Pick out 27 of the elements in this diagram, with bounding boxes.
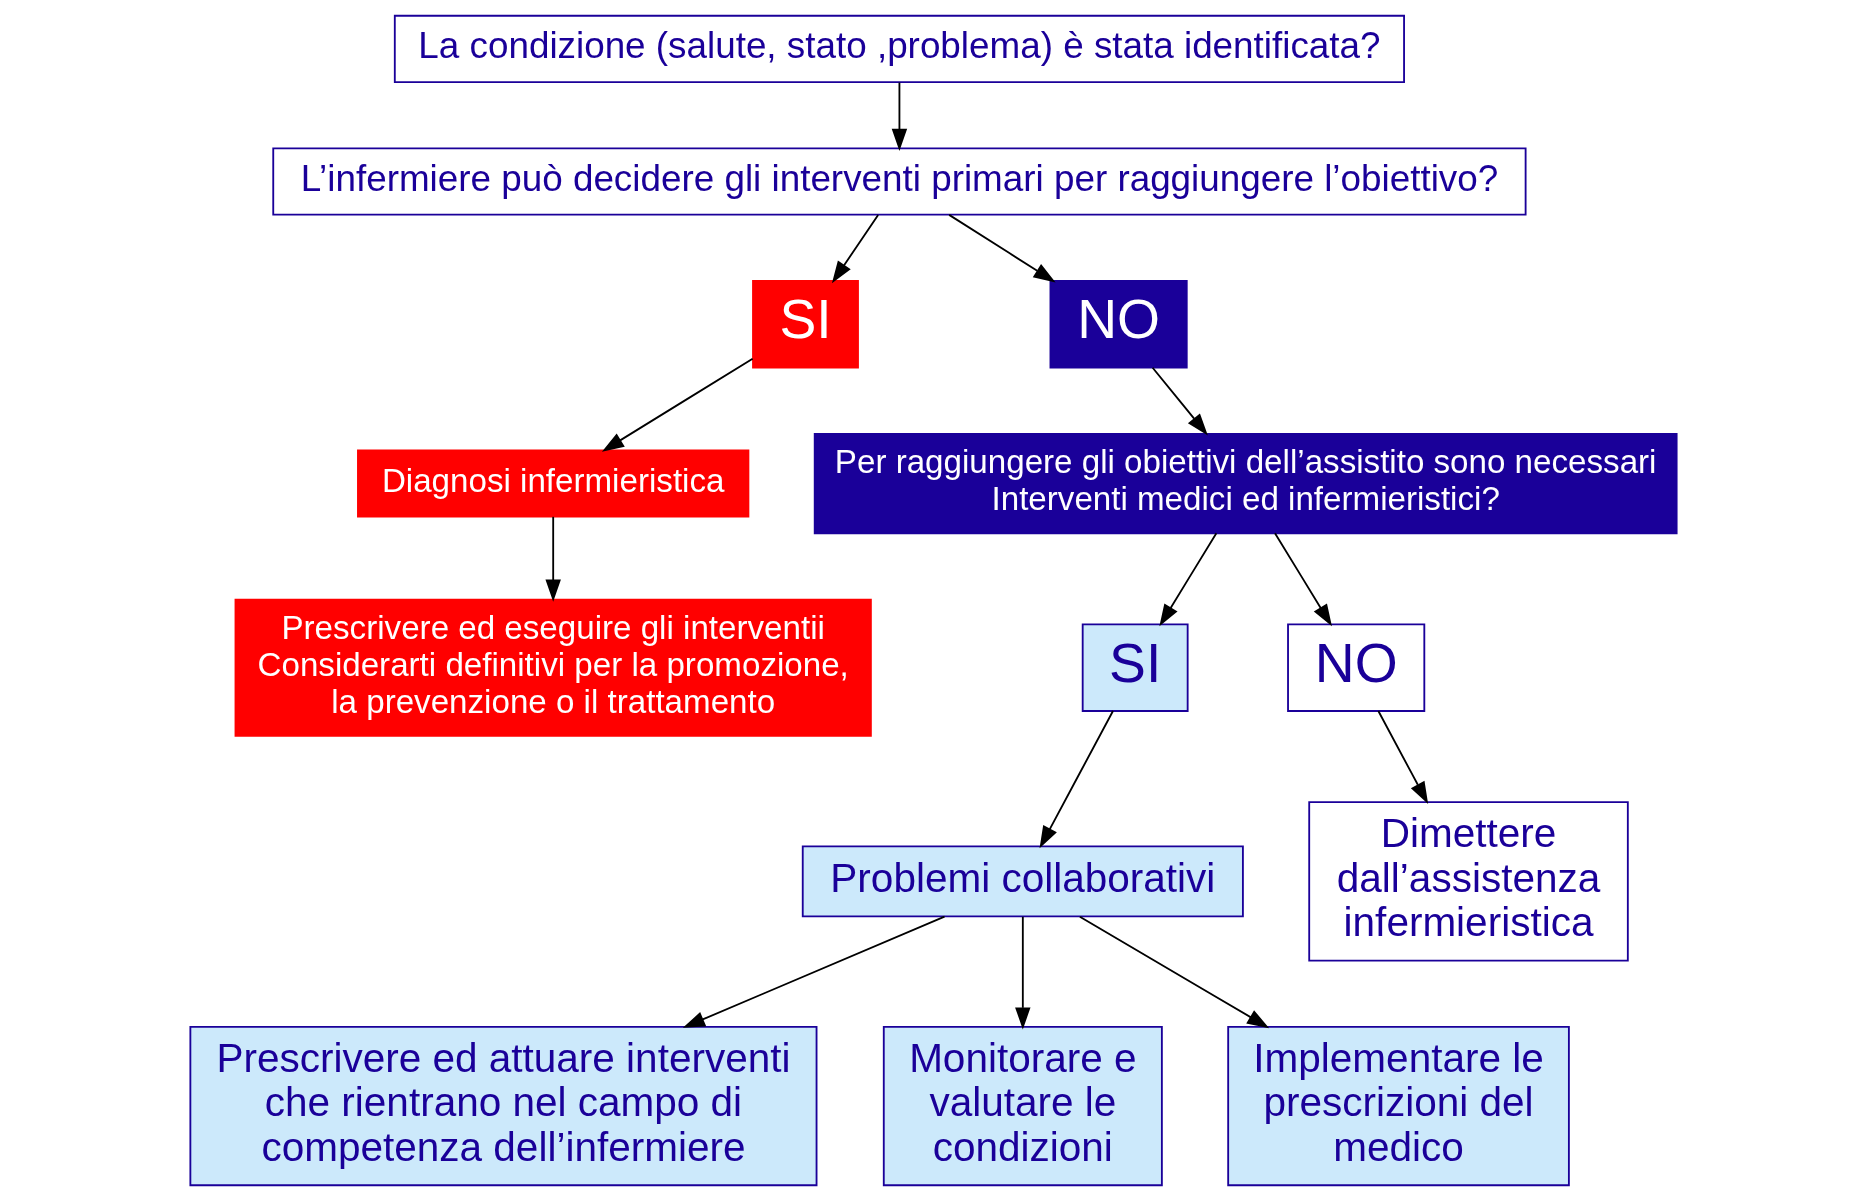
node-box: SI [752,280,859,369]
node-box: NO [1287,623,1426,712]
arrow [545,515,561,602]
arrow [891,81,908,151]
arrow [1377,710,1429,805]
arrow [948,214,1056,283]
node-box: Per raggiungere gli obiettivi dell’assistito sono necessari Interventi medici ed infermieristici? [813,432,1678,535]
node-box: Diagnosi infermieristica [357,449,750,518]
arrow [1015,915,1031,1030]
arrow [1039,710,1114,849]
node-box: Monitorare e valutare le condizioni [882,1025,1163,1187]
arrow [1151,366,1208,436]
node-box: Dimettere dall’assistenza infermieristica [1308,801,1629,962]
arrow [1159,532,1218,627]
arrow [1078,915,1270,1029]
node-box: Prescrivere ed attuare interventi che rientrano nel campo di competenza dell’infermiere [189,1025,818,1187]
node-box: Problemi collaborativi [801,845,1244,918]
arrow [682,915,946,1028]
node-box: L’infermiere può decidere gli interventi primari per raggiungere l’obiettivo? [272,147,1527,216]
node-box: La condizione (salute, stato ,problema) è stata identificata? [393,14,1405,83]
node-box: NO [1049,280,1188,369]
node-box: SI [1081,623,1189,712]
arrow [831,214,880,284]
arrow [1274,532,1332,627]
arrow [601,357,754,452]
node-box: Implementare le prescrizioni del medico [1227,1025,1570,1187]
node-box: Prescrivere ed eseguire gli interventii Considerarti definitivi per la promozione, la prevenzione o il trattamento [234,598,872,737]
